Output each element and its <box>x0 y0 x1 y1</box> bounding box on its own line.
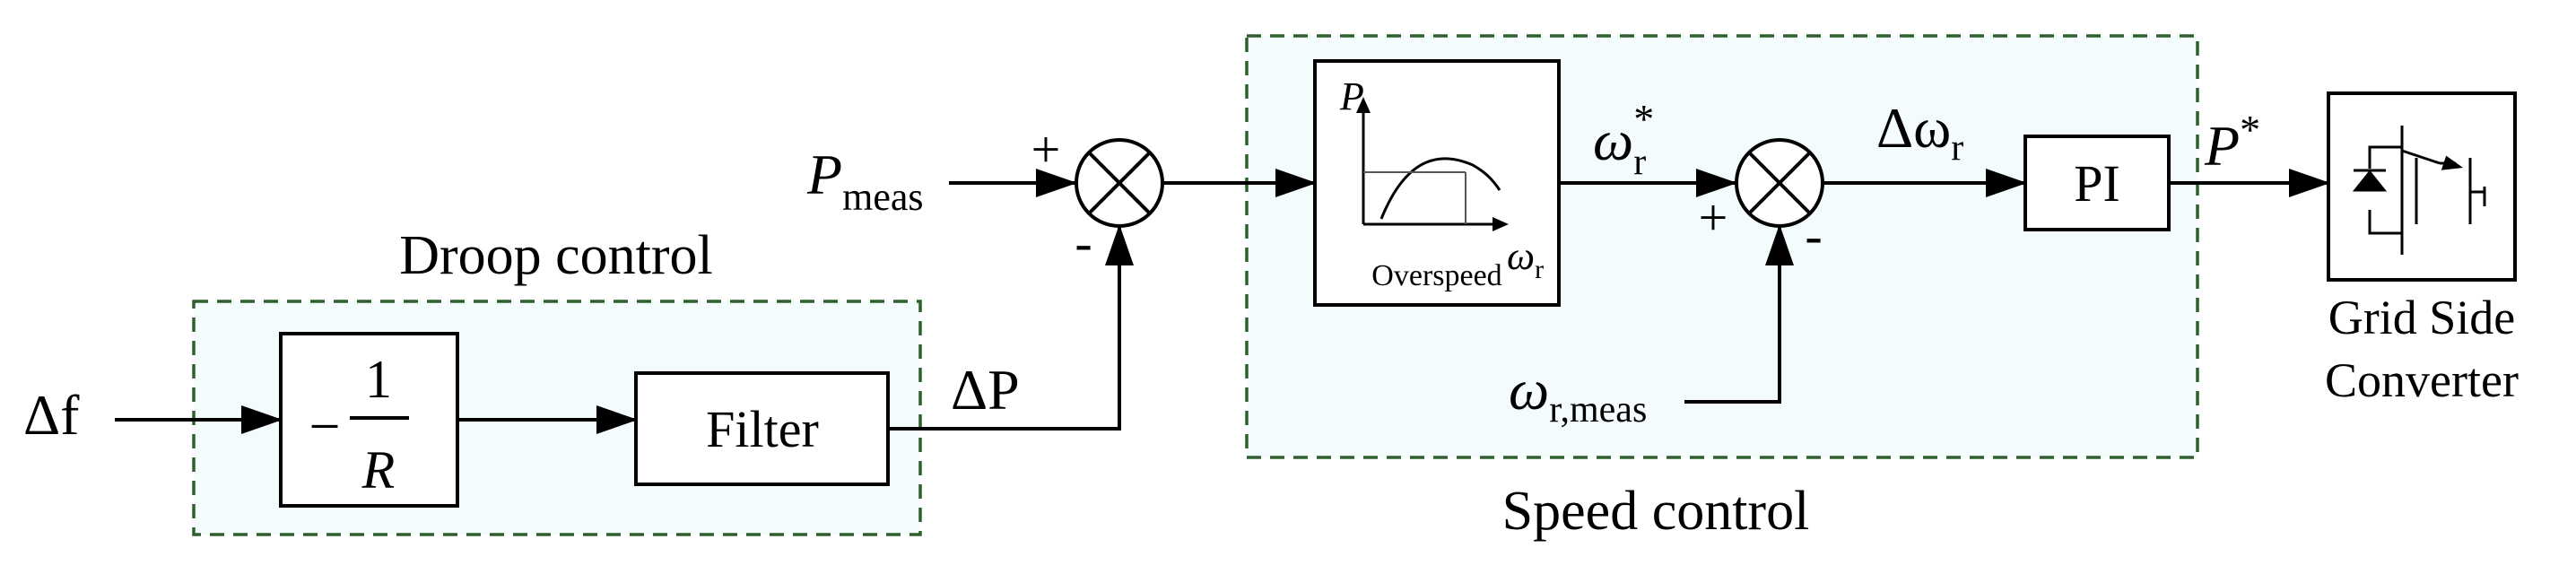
overspeed-curve-block <box>1313 59 1561 307</box>
pi-label: PI <box>2074 154 2120 213</box>
sum1-minus-sign: - <box>1075 213 1092 272</box>
sum2-minus-sign: - <box>1805 206 1822 265</box>
sum-junction-1 <box>1075 138 1164 228</box>
p-star-label: P* <box>2204 107 2260 178</box>
gain-denominator: R <box>361 440 396 500</box>
delta-p-label: ΔP <box>951 358 1020 422</box>
gain-numerator: 1 <box>365 350 392 409</box>
filter-label: Filter <box>706 400 819 458</box>
omega-meas-label: ωr,meas <box>1509 358 1647 430</box>
power-curve <box>1379 157 1501 220</box>
delta-omega-label: Δωr <box>1876 96 1963 169</box>
delta-f-label: Δf <box>23 383 80 447</box>
omega-ref-label: ωr* <box>1593 96 1654 183</box>
p-meas-label: Pmeas <box>806 143 924 219</box>
wire-omega-meas <box>1684 224 1794 404</box>
grid-side-converter-block <box>2327 91 2517 282</box>
converter-switch-icon <box>2352 126 2486 255</box>
converter-label-line1: Grid Side <box>2328 291 2516 344</box>
curve-y-axis-label: P <box>1339 74 1364 118</box>
pi-controller-block <box>2023 135 2171 231</box>
filter-block <box>634 371 890 486</box>
converter-label-line2: Converter <box>2325 353 2519 407</box>
wire-delta-p <box>888 224 1134 430</box>
sum-junction-2 <box>1735 138 1824 228</box>
curve-caption: Overspeed <box>1371 259 1501 292</box>
droop-control-title: Droop control <box>399 225 713 286</box>
speed-control-title: Speed control <box>1502 481 1810 542</box>
curve-axes <box>1356 97 1509 231</box>
sum2-plus-sign: + <box>1699 188 1728 247</box>
gain-sign: − <box>309 396 341 457</box>
sum1-plus-sign: + <box>1031 120 1061 178</box>
curve-x-axis-label: ωr <box>1507 234 1544 284</box>
